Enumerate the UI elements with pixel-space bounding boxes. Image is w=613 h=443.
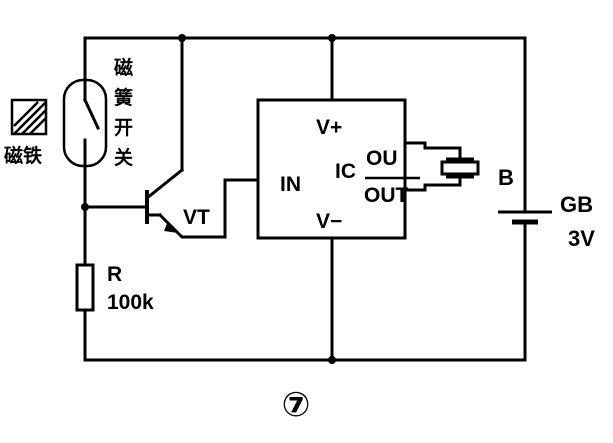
ic-vminus-label: V−	[316, 210, 342, 233]
transistor-label: VT	[183, 206, 210, 229]
buzzer-symbol	[440, 146, 480, 187]
magnet-hatch	[21, 109, 47, 135]
junction-dot	[81, 203, 89, 211]
figure-number: ⑦	[282, 385, 311, 425]
reed-label-char-1: 磁	[114, 56, 133, 79]
transistor-collector-lead	[144, 167, 185, 201]
buzzer-label: B	[498, 165, 514, 190]
reed-label-char-4: 关	[114, 146, 133, 169]
junction-dot	[328, 356, 336, 364]
magnet-block	[10, 98, 48, 136]
battery-voltage-label: 3V	[568, 226, 595, 251]
magnet-hatch	[29, 117, 47, 135]
ic-vplus-label: V+	[316, 116, 342, 139]
outbar-wire	[403, 183, 462, 192]
battery-label: GB	[560, 192, 593, 217]
junctions	[81, 34, 336, 364]
resistor-label: R	[107, 263, 122, 286]
reed-label-char-2: 簧	[114, 86, 133, 109]
reed-switch-symbol	[62, 78, 108, 168]
ic-out-label: OU	[366, 147, 398, 170]
reed-label-char-3: 开	[114, 117, 133, 139]
resistor-value-label: 100k	[107, 291, 154, 314]
battery-symbol	[498, 210, 552, 225]
ic-outbar-label: OUT	[364, 184, 409, 207]
ic-body	[256, 98, 407, 240]
out-wire	[403, 141, 462, 150]
junction-dot	[328, 34, 336, 42]
magnet-hatch	[13, 101, 47, 135]
resistor-body	[75, 263, 95, 312]
ic-name-label: IC	[335, 160, 356, 183]
magnet-label: 磁铁	[4, 144, 42, 167]
junction-dot	[178, 34, 186, 42]
emitter-arrow	[164, 221, 178, 233]
transistor-symbol	[144, 167, 185, 233]
reed-blade	[83, 98, 100, 130]
magnet-hatch	[13, 101, 39, 127]
magnet-symbol	[10, 98, 48, 136]
buzzer-crystal	[440, 160, 480, 176]
ic-in-label: IN	[280, 173, 301, 196]
